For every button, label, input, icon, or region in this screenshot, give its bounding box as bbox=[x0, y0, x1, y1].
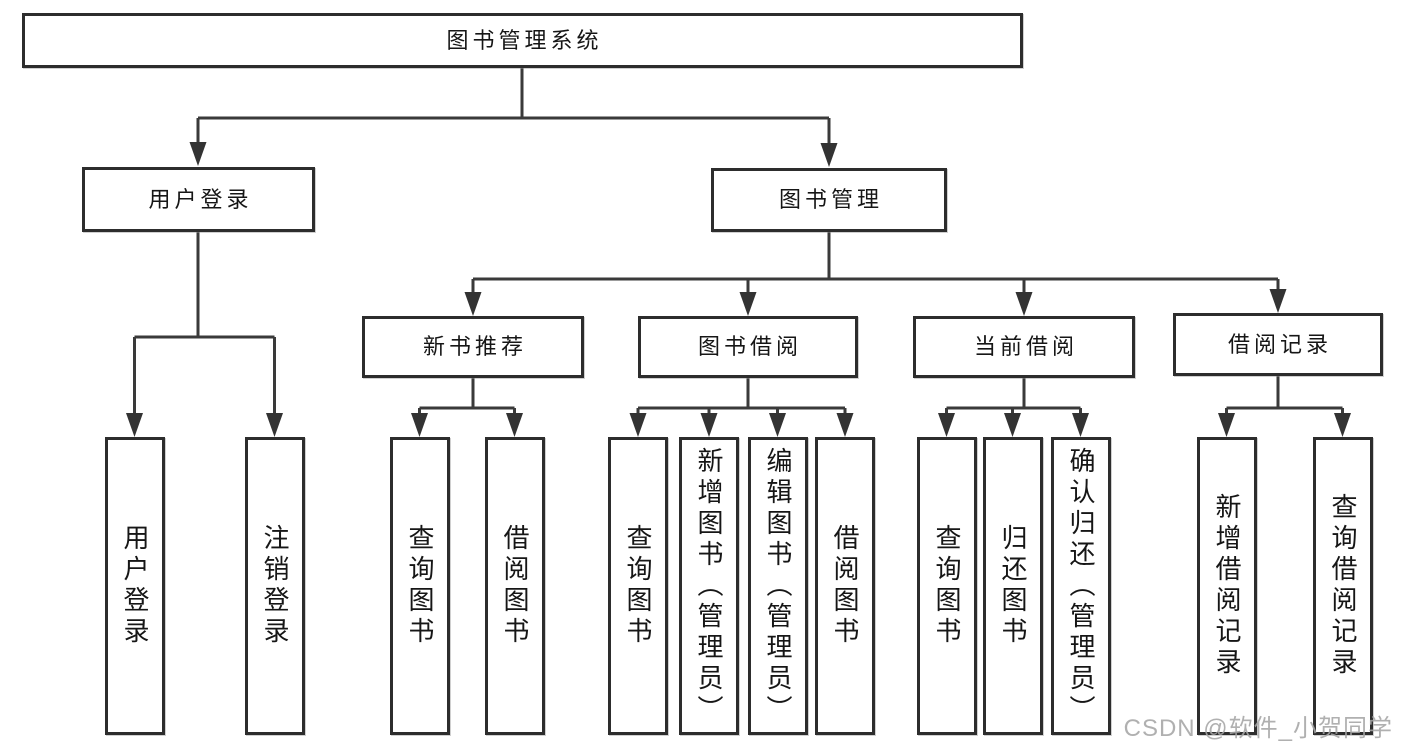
node-label: 编辑图书（管理员） bbox=[763, 446, 793, 726]
node-label: 当前借阅 bbox=[973, 334, 1078, 359]
node-book-borrowing: 图书借阅 bbox=[638, 316, 858, 378]
node-leaf-confirm-return-admin: 确认归还（管理员） bbox=[1051, 437, 1111, 735]
node-leaf-query-book-current: 查询图书 bbox=[917, 437, 977, 735]
node-label: 借阅记录 bbox=[1227, 331, 1332, 357]
node-label: 查询借阅记录 bbox=[1328, 493, 1358, 679]
node-leaf-query-book-borrowing: 查询图书 bbox=[608, 437, 668, 735]
node-leaf-edit-book-admin: 编辑图书（管理员） bbox=[748, 437, 808, 735]
node-label: 查询图书 bbox=[623, 524, 653, 648]
node-label: 查询图书 bbox=[405, 524, 435, 648]
node-label: 借阅图书 bbox=[830, 524, 860, 648]
node-leaf-borrow-book: 借阅图书 bbox=[815, 437, 875, 735]
node-leaf-user-login: 用户登录 bbox=[105, 437, 165, 735]
node-leaf-add-book-admin: 新增图书（管理员） bbox=[679, 437, 739, 735]
node-borrowing-records: 借阅记录 bbox=[1173, 313, 1383, 376]
node-leaf-query-book-recommend: 查询图书 bbox=[390, 437, 450, 735]
node-label: 归还图书 bbox=[998, 524, 1028, 648]
node-root-system: 图书管理系统 bbox=[22, 13, 1023, 68]
node-label: 注销登录 bbox=[260, 524, 290, 648]
node-label: 查询图书 bbox=[932, 524, 962, 648]
node-leaf-query-borrow-record: 查询借阅记录 bbox=[1313, 437, 1373, 735]
node-label: 新书推荐 bbox=[422, 334, 527, 359]
arrowhead-icons bbox=[126, 142, 1351, 437]
node-leaf-add-borrow-record: 新增借阅记录 bbox=[1197, 437, 1257, 735]
node-label: 图书管理 bbox=[778, 187, 883, 212]
node-label: 借阅图书 bbox=[500, 524, 530, 648]
connector-lines bbox=[133, 68, 1344, 417]
node-label: 用户登录 bbox=[148, 186, 253, 212]
node-book-management: 图书管理 bbox=[711, 168, 947, 232]
node-leaf-borrow-book-recommend: 借阅图书 bbox=[485, 437, 545, 735]
node-label: 新增借阅记录 bbox=[1212, 493, 1242, 679]
node-leaf-logout: 注销登录 bbox=[245, 437, 305, 735]
csdn-watermark: CSDN @软件_小贺同学 bbox=[1123, 715, 1393, 742]
node-label: 图书借阅 bbox=[697, 334, 802, 359]
node-user-login: 用户登录 bbox=[82, 167, 315, 232]
node-current-borrowing: 当前借阅 bbox=[913, 316, 1135, 378]
node-label: 新增图书（管理员） bbox=[694, 446, 724, 726]
node-leaf-return-book: 归还图书 bbox=[983, 437, 1043, 735]
node-label: 确认归还（管理员） bbox=[1066, 446, 1096, 726]
node-new-book-recommend: 新书推荐 bbox=[362, 316, 584, 378]
node-label: 用户登录 bbox=[120, 524, 150, 648]
node-label: 图书管理系统 bbox=[446, 27, 603, 53]
